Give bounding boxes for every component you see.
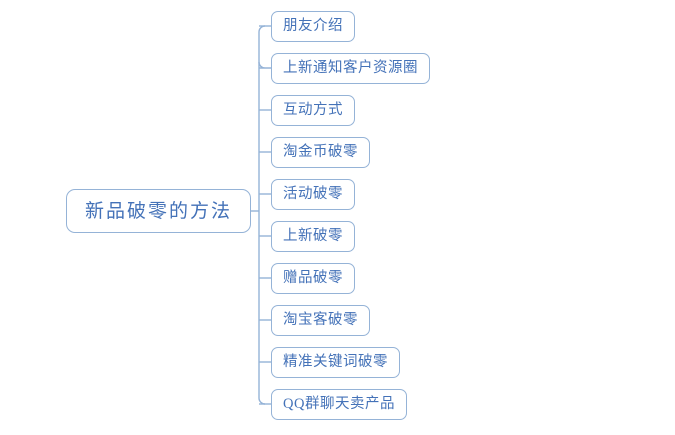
child-node-2[interactable]: 上新通知客户资源圈 bbox=[271, 53, 430, 84]
connector-trunk bbox=[258, 25, 266, 405]
child-node-8-label: 淘宝客破零 bbox=[283, 312, 358, 329]
child-node-4[interactable]: 淘金币破零 bbox=[271, 137, 370, 168]
child-node-9[interactable]: 精准关键词破零 bbox=[271, 347, 400, 378]
child-node-5-label: 活动破零 bbox=[283, 186, 343, 203]
child-node-5[interactable]: 活动破零 bbox=[271, 179, 355, 210]
child-node-6-label: 上新破零 bbox=[283, 228, 343, 245]
child-node-3[interactable]: 互动方式 bbox=[271, 95, 355, 126]
child-node-1[interactable]: 朋友介绍 bbox=[271, 11, 355, 42]
child-node-7-label: 赠品破零 bbox=[283, 270, 343, 287]
child-node-10-label: QQ群聊天卖产品 bbox=[283, 396, 395, 413]
root-node-label: 新品破零的方法 bbox=[84, 200, 232, 222]
child-node-10[interactable]: QQ群聊天卖产品 bbox=[271, 389, 407, 420]
child-node-8[interactable]: 淘宝客破零 bbox=[271, 305, 370, 336]
child-node-6[interactable]: 上新破零 bbox=[271, 221, 355, 252]
child-node-3-label: 互动方式 bbox=[283, 102, 343, 119]
child-node-1-label: 朋友介绍 bbox=[283, 18, 343, 35]
child-node-9-label: 精准关键词破零 bbox=[283, 354, 388, 371]
connector-stub-2 bbox=[258, 61, 271, 69]
root-node[interactable]: 新品破零的方法 bbox=[66, 189, 251, 233]
child-node-4-label: 淘金币破零 bbox=[283, 144, 358, 161]
child-node-2-label: 上新通知客户资源圈 bbox=[283, 60, 418, 77]
child-node-7[interactable]: 赠品破零 bbox=[271, 263, 355, 294]
